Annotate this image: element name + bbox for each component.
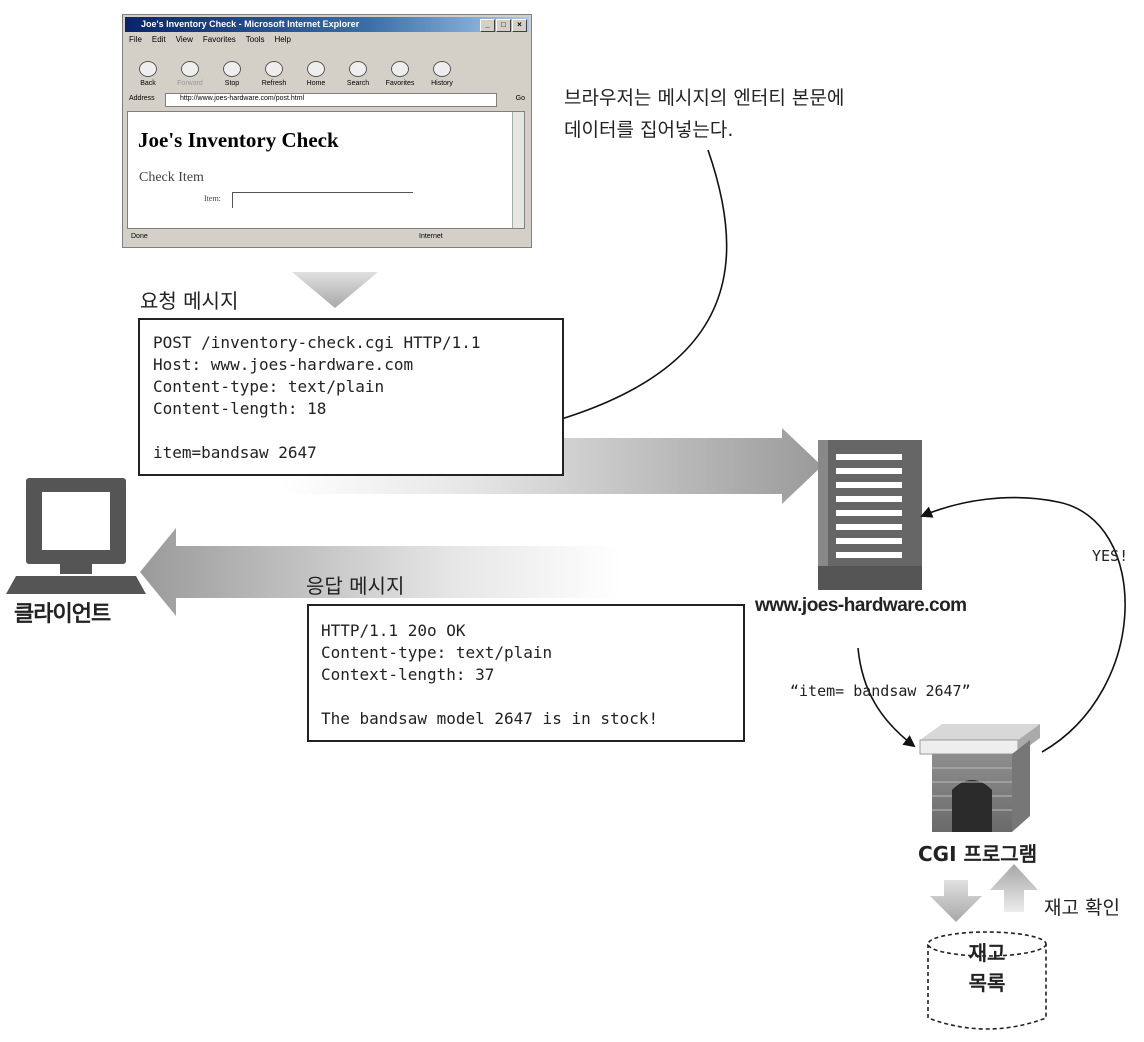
database-label: 재고 목록 (930, 938, 1044, 998)
server-tower-icon (818, 440, 922, 590)
home-button[interactable]: Home (297, 53, 335, 87)
cgi-program-label: CGI 프로그램 (918, 842, 1038, 866)
annotation-line-1: 브라우저는 메시지의 엔터티 본문에 (564, 87, 845, 109)
annotation-line-2: 데이터를 집어넣는다. (564, 119, 734, 141)
maximize-icon[interactable]: □ (496, 19, 511, 32)
menu-help[interactable]: Help (274, 35, 291, 44)
response-line: Context-length: 37 (321, 665, 495, 684)
server-label: www.joes-hardware.com (755, 595, 967, 616)
stop-label: Stop (224, 80, 240, 87)
request-down-arrow (292, 272, 378, 308)
search-label: Search (346, 80, 370, 87)
response-flow-arrow (140, 528, 620, 616)
server-to-cgi-connector (857, 647, 916, 748)
forward-label: Forward (177, 80, 203, 87)
db-up-arrow (990, 864, 1038, 912)
favorites-label: Favorites (385, 80, 415, 87)
address-bar: Address http://www.joes-hardware.com/pos… (127, 93, 525, 107)
favorites-button[interactable]: Favorites (381, 53, 419, 87)
stop-icon (223, 61, 241, 77)
request-line: POST /inventory-check.cgi HTTP/1.1 (153, 333, 481, 352)
address-input[interactable]: http://www.joes-hardware.com/post.html (165, 93, 497, 107)
status-done: Done (131, 233, 148, 240)
vertical-scrollbar[interactable] (512, 112, 524, 228)
status-bar: Done Internet (127, 231, 525, 244)
status-zone: Internet (419, 233, 443, 240)
request-body: item=bandsaw 2647 (153, 443, 317, 462)
browser-menu-bar: File Edit View Favorites Tools Help (129, 35, 291, 49)
minimize-icon[interactable]: _ (480, 19, 495, 32)
stop-button[interactable]: Stop (213, 53, 251, 87)
client-label: 클라이언트 (14, 602, 111, 627)
browser-title: Joe's Inventory Check - Microsoft Intern… (141, 19, 360, 29)
db-down-arrow (930, 880, 982, 922)
back-icon (139, 61, 157, 77)
client-computer-icon (6, 478, 146, 594)
cgi-fireplace-icon (919, 724, 1040, 832)
home-label: Home (306, 80, 326, 87)
search-icon (349, 61, 367, 77)
cgi-input-label: “item= bandsaw 2647” (790, 682, 971, 700)
refresh-label: Refresh (261, 80, 287, 87)
request-line: Content-length: 18 (153, 399, 327, 418)
refresh-icon (265, 61, 283, 77)
cgi-reply-label: YES! (1092, 547, 1129, 565)
browser-content: Joe's Inventory Check Check Item Item: (127, 111, 525, 229)
menu-tools[interactable]: Tools (245, 35, 265, 44)
history-button[interactable]: History (423, 53, 461, 87)
request-line (153, 420, 562, 442)
browser-window: Joe's Inventory Check - Microsoft Intern… (122, 14, 532, 248)
item-label: Item: (204, 194, 221, 203)
page-title: Joe's Inventory Check (138, 128, 339, 152)
history-label: History (431, 80, 453, 87)
item-input[interactable] (232, 192, 413, 208)
request-line: Host: www.joes-hardware.com (153, 355, 414, 374)
history-icon (433, 61, 451, 77)
back-label: Back (140, 80, 156, 87)
response-line: Content-type: text/plain (321, 643, 553, 662)
menu-view[interactable]: View (175, 35, 193, 44)
go-button[interactable]: Go (515, 95, 525, 102)
inventory-database-icon (927, 931, 1047, 1030)
response-line: HTTP/1.1 20o OK (321, 621, 466, 640)
cgi-to-server-connector (920, 496, 1126, 753)
favorites-icon (391, 61, 409, 77)
browser-toolbar: Back Forward Stop Refresh Home Search Fa… (129, 53, 525, 89)
menu-favorites[interactable]: Favorites (202, 35, 236, 44)
refresh-button[interactable]: Refresh (255, 53, 293, 87)
form-heading: Check Item (139, 170, 204, 185)
database-label-line-1: 재고 (968, 941, 1006, 965)
request-line: Content-type: text/plain (153, 377, 385, 396)
search-button[interactable]: Search (339, 53, 377, 87)
address-label: Address (129, 95, 155, 102)
inventory-check-label: 재고 확인 (1044, 897, 1120, 919)
menu-edit[interactable]: Edit (151, 35, 166, 44)
close-icon[interactable]: × (512, 19, 527, 32)
forward-button[interactable]: Forward (171, 53, 209, 87)
forward-icon (181, 61, 199, 77)
home-icon (307, 61, 325, 77)
address-url: http://www.joes-hardware.com/post.html (180, 95, 305, 102)
annotation-text: 브라우저는 메시지의 엔터티 본문에 데이터를 집어넣는다. (564, 82, 844, 146)
back-button[interactable]: Back (129, 53, 167, 87)
database-label-line-2: 목록 (968, 971, 1006, 995)
response-line (321, 686, 743, 708)
request-label: 요청 메시지 (140, 289, 239, 313)
menu-file[interactable]: File (129, 35, 142, 44)
response-label: 응답 메시지 (306, 574, 405, 598)
response-body: The bandsaw model 2647 is in stock! (321, 709, 659, 728)
browser-title-bar: Joe's Inventory Check - Microsoft Intern… (125, 17, 529, 32)
